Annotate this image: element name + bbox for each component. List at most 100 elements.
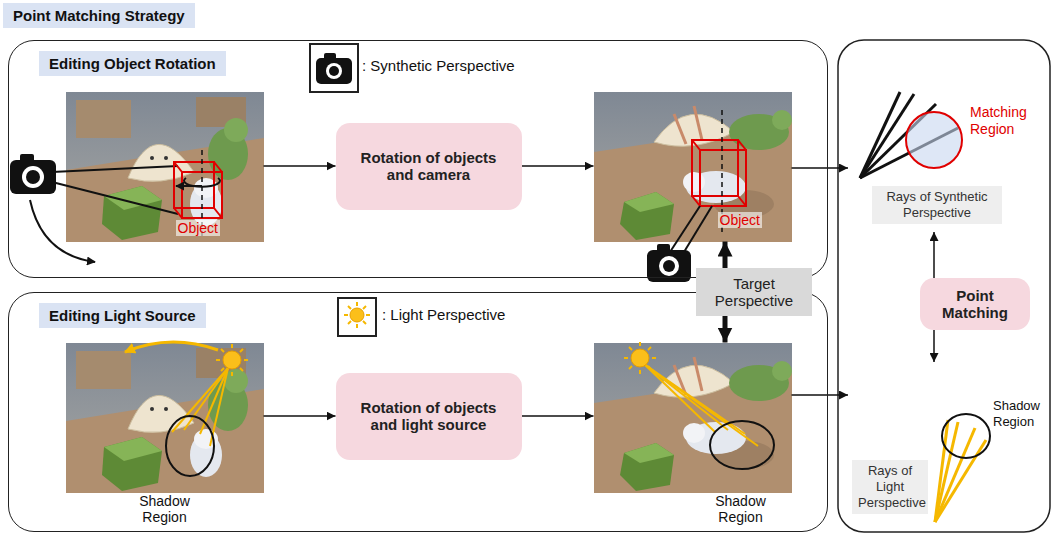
illustration-rect [692, 140, 738, 196]
shadow-ellipse [942, 414, 990, 458]
ray-label: Rays of Light Perspective [852, 460, 928, 514]
connector-arrow [933, 232, 935, 278]
connector-arrow [522, 415, 594, 417]
photo: Object [66, 92, 264, 242]
illustration-line [231, 344, 233, 348]
illustration-line [221, 368, 224, 371]
node-text: Rotation of objects and light source [348, 399, 510, 433]
illustration-line [624, 357, 628, 359]
illustration-circle [223, 351, 241, 369]
illustration-g [216, 344, 248, 376]
illustration-line [344, 314, 348, 316]
illustration-circle [329, 66, 339, 76]
illustration-line [200, 368, 228, 434]
illustration-line [348, 306, 351, 309]
illustration-line [629, 347, 632, 350]
light-d [624, 342, 774, 469]
camera-legend [310, 44, 358, 92]
shadow-caption: Shadow Region [706, 493, 776, 525]
illustration-line [363, 306, 366, 309]
illustration-line [214, 162, 222, 172]
connector-arrow [522, 165, 594, 167]
panel: Editing Object RotationObject Rotation of… [8, 40, 828, 278]
illustration-line [356, 324, 358, 328]
illustration-line [52, 182, 178, 214]
illustration-g [344, 302, 370, 328]
process-box: Point Matching [920, 278, 1030, 330]
illustration-rect [316, 58, 352, 84]
illustration-line [738, 140, 746, 150]
illustration-line [629, 366, 632, 369]
target-box: Target Perspective [696, 268, 812, 316]
object-cube-a [174, 162, 222, 218]
process-box: Rotation of objects and camera [336, 123, 522, 210]
rotation-arrow [176, 185, 202, 187]
connector-arrow [723, 242, 728, 269]
illustration-use [66, 343, 264, 493]
illustration-path [125, 342, 218, 352]
shadow-caption: Shadow Region [130, 493, 200, 525]
region-label: Matching Region [968, 104, 1036, 138]
ray-label: Rays of Synthetic Perspective [872, 186, 1002, 224]
illustration-ellipse [166, 416, 214, 476]
illustration-line [644, 364, 758, 446]
illustration-line [52, 166, 178, 172]
illustration-line [860, 92, 900, 178]
illustration-circle [22, 166, 44, 188]
illustration-line [738, 196, 746, 206]
illustration-line [644, 364, 715, 432]
ray-figure: Matching RegionRays of Synthetic Perspec… [848, 85, 1040, 232]
connector-arrow [792, 394, 849, 396]
node-text: Rotation of objects and camera [348, 149, 510, 183]
matching-ellipse [906, 112, 962, 168]
illustration-line [244, 359, 248, 361]
connector-arrow [264, 165, 336, 167]
connector-arrow [933, 330, 935, 362]
diagram-title: Point Matching Strategy [3, 3, 195, 28]
illustration-circle [350, 308, 364, 322]
process-box: Rotation of objects and light source [336, 373, 522, 460]
illustration-line [231, 372, 233, 376]
connector-arrow [723, 316, 728, 343]
perspective-label: : Light Perspective [382, 306, 505, 323]
illustration-g [644, 364, 758, 446]
illustration-line [692, 140, 700, 150]
illustration-line [692, 196, 700, 206]
photo: Object [594, 92, 792, 242]
right-panel [838, 40, 1050, 532]
illustration-g [172, 368, 228, 446]
illustration-circle [659, 256, 679, 276]
illustration-use [594, 343, 792, 493]
illustration-rect [338, 298, 376, 336]
panel: Editing Light SourceShadow Region Rotatio… [8, 292, 828, 532]
illustration-line [648, 366, 651, 369]
illustration-line [639, 342, 641, 346]
illustration-line [356, 302, 358, 306]
illustration-line [639, 370, 641, 374]
connector-arrow [264, 415, 336, 417]
photo: Shadow Region [594, 343, 792, 530]
sun-legend [338, 298, 376, 336]
object-label: Object [718, 212, 762, 228]
connector-arrow [792, 167, 849, 169]
ray-figure: Shadow RegionRays of Light Perspective [848, 362, 1047, 525]
illustration-line [174, 162, 182, 172]
illustration-line [670, 206, 700, 252]
illustration-line [240, 368, 243, 371]
panel-heading: Editing Object Rotation [39, 51, 226, 76]
perspective-label: : Synthetic Perspective [362, 57, 515, 74]
illustration-use [594, 92, 792, 242]
illustration-line [652, 357, 656, 359]
node-text: Point Matching [932, 287, 1018, 321]
object-cube-b [692, 140, 746, 206]
illustration-circle [26, 170, 40, 184]
illustration-line [240, 349, 243, 352]
panel-heading: Editing Light Source [39, 303, 206, 328]
illustration-line [174, 208, 182, 218]
illustration-line [216, 359, 220, 361]
illustration-line [366, 314, 370, 316]
illustration-circle [663, 260, 675, 272]
illustration-ellipse [710, 421, 774, 469]
